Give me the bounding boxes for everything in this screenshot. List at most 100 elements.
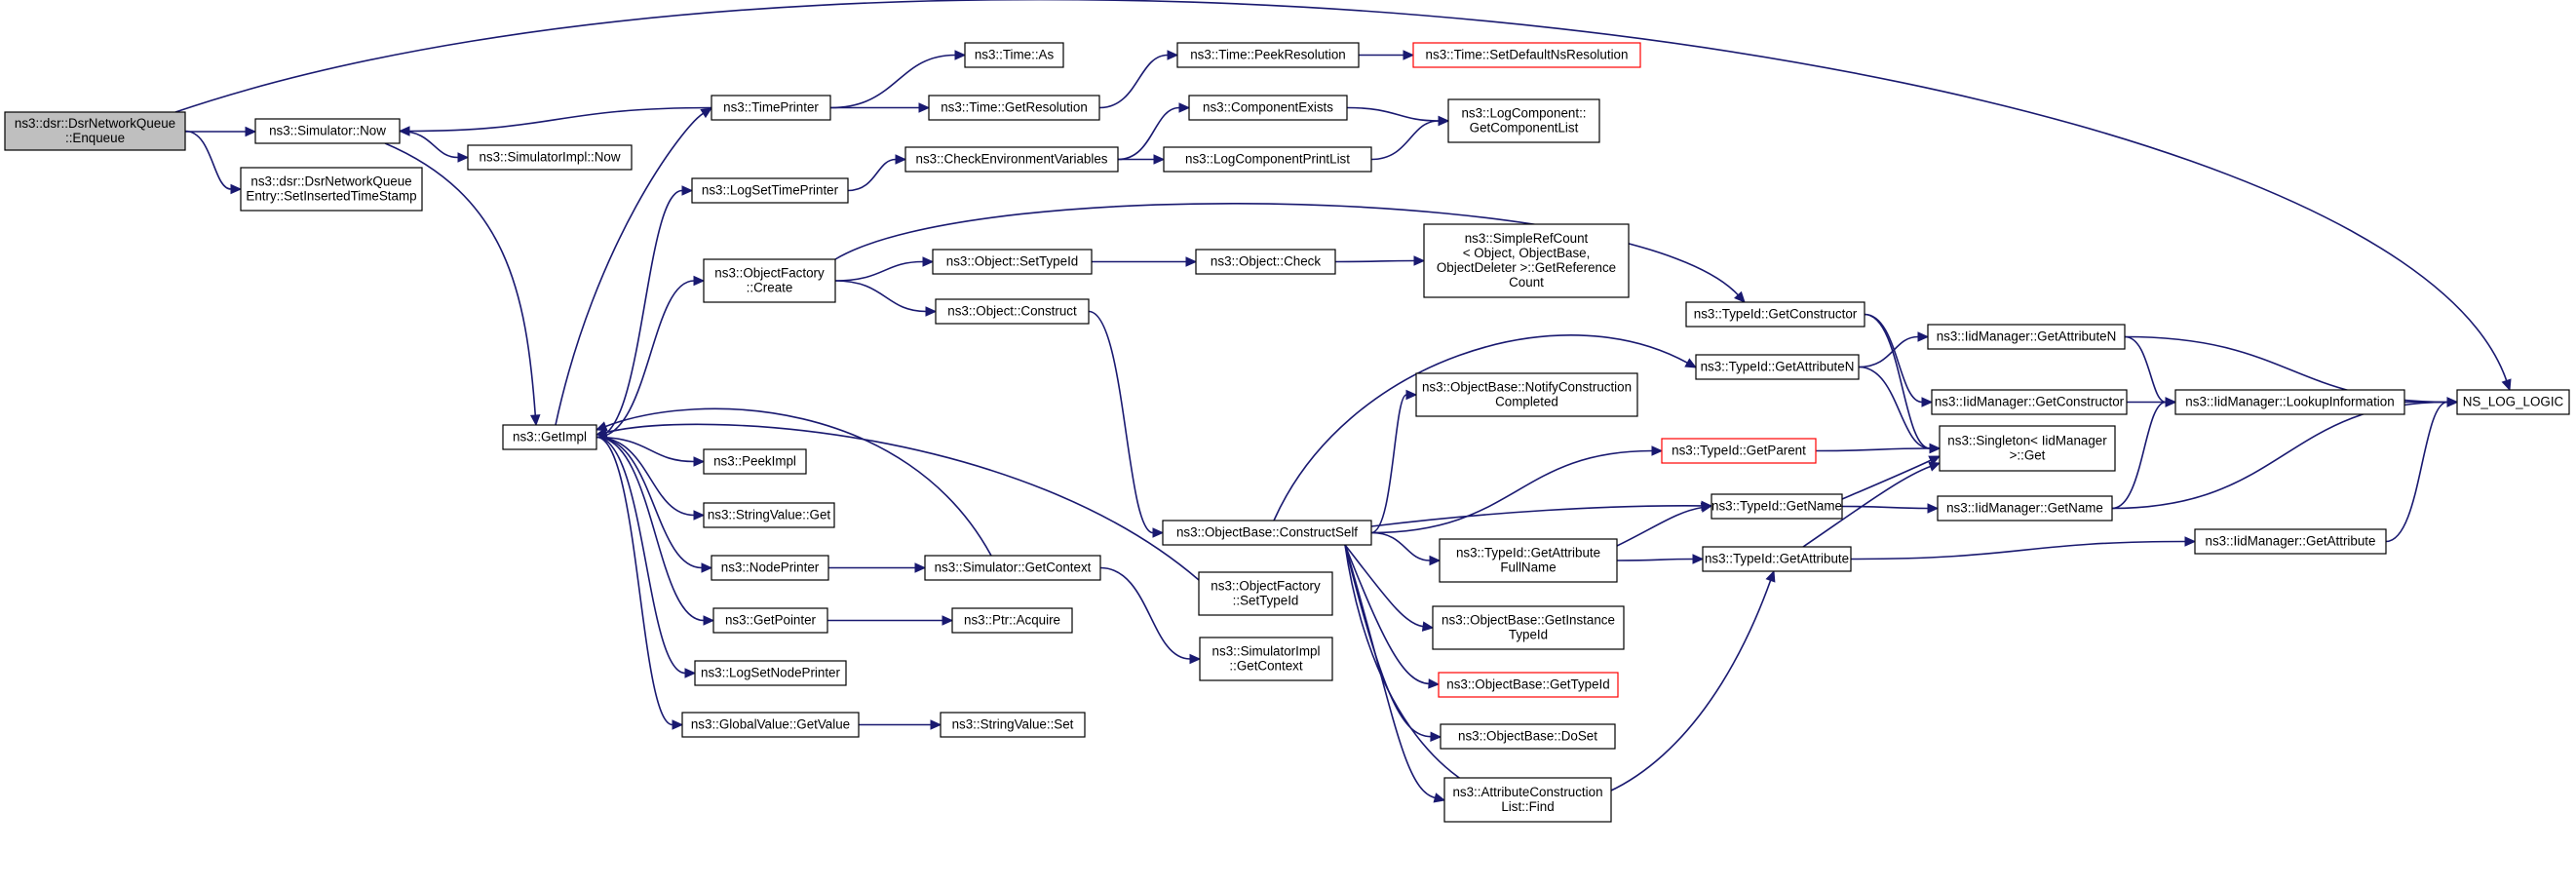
node-time-peekres[interactable]: ns3::Time::PeekResolution <box>1176 42 1360 68</box>
node-nodeprinter[interactable]: ns3::NodePrinter <box>711 555 829 581</box>
node-peekimpl[interactable]: ns3::PeekImpl <box>703 448 807 475</box>
node-set-ins[interactable]: ns3::dsr::DsrNetworkQueueEntry::SetInser… <box>240 167 423 212</box>
node-sim-now[interactable]: ns3::Simulator::Now <box>254 118 401 144</box>
edge-tid_getctor-to-iid_getctor <box>1864 313 1934 407</box>
edge-line <box>1850 540 2186 560</box>
node-iid-getattrn[interactable]: ns3::IidManager::GetAttributeN <box>1927 324 2126 350</box>
arrowhead-icon <box>529 414 541 427</box>
node-logsettp[interactable]: ns3::LogSetTimePrinter <box>691 177 849 204</box>
node-box <box>1188 95 1348 121</box>
node-sim-getctx[interactable]: ns3::Simulator::GetContext <box>924 555 1101 581</box>
node-gv-getvalue[interactable]: ns3::GlobalValue::GetValue <box>681 712 860 738</box>
node-tid-getname[interactable]: ns3::TypeId::GetName <box>1711 493 1843 520</box>
node-ptr-acquire[interactable]: ns3::Ptr::Acquire <box>951 607 1073 634</box>
node-box <box>1438 672 1619 698</box>
node-box <box>703 448 807 475</box>
edge-sim_getctx-to-simimpl_getctx <box>1099 566 1202 665</box>
node-box <box>924 555 1101 581</box>
node-getpointer[interactable]: ns3::GetPointer <box>712 607 828 634</box>
node-box <box>1702 546 1852 572</box>
node-tid-getattr[interactable]: ns3::TypeId::GetAttribute <box>1702 546 1852 572</box>
node-objbase-gettid[interactable]: ns3::ObjectBase::GetTypeId <box>1438 672 1619 698</box>
node-objfact-create[interactable]: ns3::ObjectFactory::Create <box>703 258 836 303</box>
edge-line <box>596 436 686 675</box>
node-box <box>712 607 828 634</box>
arrowhead-icon <box>398 126 410 136</box>
node-box <box>691 177 849 204</box>
edge-line <box>847 158 897 192</box>
edge-line <box>1616 506 1703 547</box>
node-objbase-doset[interactable]: ns3::ObjectBase::DoSet <box>1440 723 1616 750</box>
node-logcompprint[interactable]: ns3::LogComponentPrintList <box>1163 146 1372 173</box>
node-tid-getctor[interactable]: ns3::TypeId::GetConstructor <box>1685 301 1865 328</box>
node-obj-settypeid[interactable]: ns3::Object::SetTypeId <box>932 249 1093 275</box>
node-singleton-get[interactable]: ns3::Singleton< IidManager >::Get <box>1939 425 2116 472</box>
node-label-line: ns3::SimpleRefCount <box>1465 231 1589 246</box>
node-getimpl[interactable]: ns3::GetImpl <box>502 424 597 450</box>
node-label-line: ns3::Simulator::Now <box>269 124 386 138</box>
node-checkenv[interactable]: ns3::CheckEnvironmentVariables <box>904 146 1119 173</box>
edge-time_getres-to-time_peekres <box>1098 50 1179 109</box>
node-simimpl-now[interactable]: ns3::SimulatorImpl::Now <box>467 144 633 171</box>
node-label-line: ns3::IidManager::GetAttribute <box>2206 534 2376 549</box>
node-logcomp-getlist[interactable]: ns3::LogComponent::GetComponentList <box>1447 98 1600 143</box>
node-box <box>681 712 860 738</box>
edge-tid_getattrn-to-iid_getattrn <box>1858 331 1930 368</box>
node-objfact-settid[interactable]: ns3::ObjectFactory::SetTypeId <box>1198 571 1333 616</box>
node-compexists[interactable]: ns3::ComponentExists <box>1188 95 1348 121</box>
node-logsetnp[interactable]: ns3::LogSetNodePrinter <box>694 660 847 686</box>
node-label-line: FullName <box>1500 560 1556 575</box>
node-label-line: ns3::TypeId::GetConstructor <box>1694 307 1858 322</box>
node-objbase-notify[interactable]: ns3::ObjectBase::NotifyConstructionCompl… <box>1415 372 1638 417</box>
edge-getimpl-to-getpointer <box>596 436 715 626</box>
arrowhead-icon <box>700 107 713 119</box>
arrowhead-icon <box>1684 358 1698 368</box>
edge-getimpl-to-peekimpl <box>596 436 706 467</box>
arrowhead-icon <box>595 427 608 438</box>
arrowhead-icon <box>1700 502 1713 513</box>
arrowhead-icon <box>681 185 694 196</box>
node-iid-getctor[interactable]: ns3::IidManager::GetConstructor <box>1931 389 2128 415</box>
edge-line <box>2385 401 2448 543</box>
arrowhead-icon <box>2165 397 2177 407</box>
node-strval-set[interactable]: ns3::StringValue::Set <box>940 712 1086 738</box>
node-obj-construct[interactable]: ns3::Object::Construct <box>935 298 1090 325</box>
node-label-line: GetComponentList <box>1470 121 1579 135</box>
arrowhead-icon <box>693 456 706 467</box>
edge-tid_getattrfull-to-tid_getattr <box>1616 554 1705 564</box>
node-iid-getattr[interactable]: ns3::IidManager::GetAttribute <box>2194 528 2387 555</box>
edge-line <box>596 436 695 517</box>
node-tid-getparent[interactable]: ns3::TypeId::GetParent <box>1661 438 1817 464</box>
node-iid-lookup[interactable]: ns3::IidManager::LookupInformation <box>2174 389 2405 415</box>
node-label-line: ns3::LogComponent:: <box>1461 106 1586 121</box>
edge-line <box>384 142 537 416</box>
arrowhead-icon <box>693 275 706 287</box>
node-box <box>1195 249 1336 275</box>
node-label-line: ns3::ObjectBase::DoSet <box>1458 729 1597 744</box>
node-label-line: ns3::PeekImpl <box>713 454 796 469</box>
edge-obj_check-to-simplerefcount <box>1334 255 1426 266</box>
edge-line <box>596 436 673 726</box>
node-strval-get[interactable]: ns3::StringValue::Get <box>703 502 835 528</box>
node-objbase-cs[interactable]: ns3::ObjectBase::ConstructSelf <box>1162 520 1372 546</box>
arrowhead-icon <box>922 256 935 267</box>
node-box <box>1162 520 1372 546</box>
node-iid-getname[interactable]: ns3::IidManager::GetName <box>1937 495 2113 522</box>
node-ns-log-logic[interactable]: NS_LOG_LOGIC <box>2456 389 2570 415</box>
node-time-setdef[interactable]: ns3::Time::SetDefaultNsResolution <box>1412 42 1641 68</box>
node-timeprinter[interactable]: ns3::TimePrinter <box>711 95 831 121</box>
arrowhead-icon <box>1921 397 1934 407</box>
node-tid-getattrn[interactable]: ns3::TypeId::GetAttributeN <box>1695 354 1860 380</box>
node-simimpl-getctx[interactable]: ns3::SimulatorImpl::GetContext <box>1199 637 1333 681</box>
node-box <box>1440 723 1616 750</box>
node-time-as[interactable]: ns3::Time::As <box>964 42 1064 68</box>
node-time-getres[interactable]: ns3::Time::GetResolution <box>928 95 1100 121</box>
edge-nodeprinter-to-sim_getctx <box>828 562 927 573</box>
node-simplerefcount[interactable]: ns3::SimpleRefCount< Object, ObjectBase,… <box>1423 223 1630 298</box>
node-box <box>1199 637 1333 681</box>
node-obj-check[interactable]: ns3::Object::Check <box>1195 249 1336 275</box>
node-enqueue[interactable]: ns3::dsr::DsrNetworkQueue::Enqueue <box>4 111 186 151</box>
